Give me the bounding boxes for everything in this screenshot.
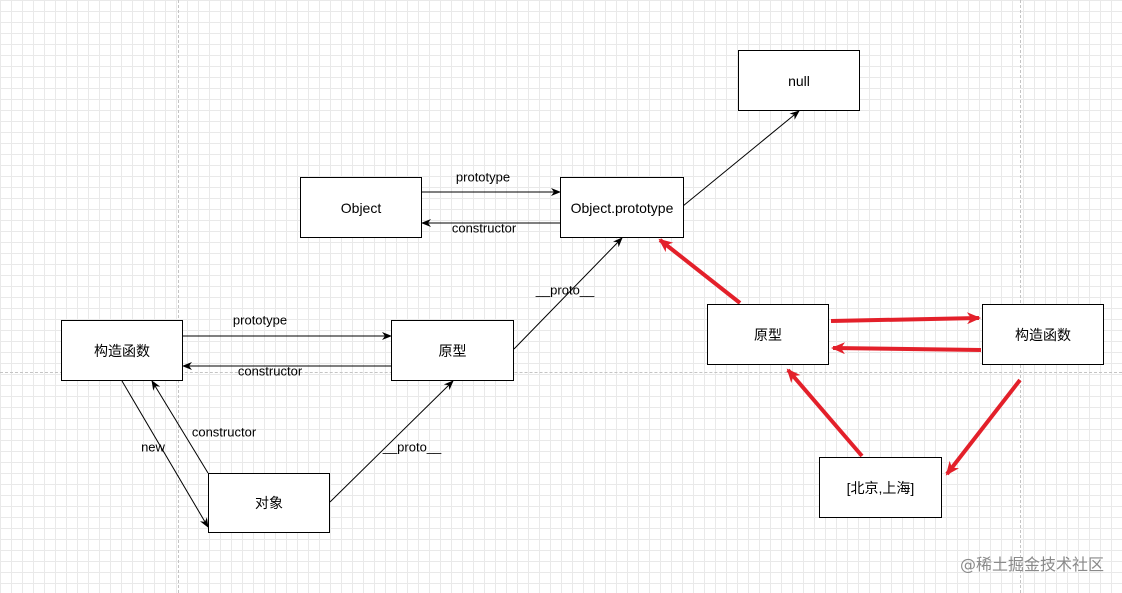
node-null: null [738, 50, 860, 111]
node-prototype-right: 原型 [707, 304, 829, 365]
guide-line-vertical-right [1020, 0, 1021, 593]
red-arrow-proto-to-ctor [830, 312, 981, 325]
red-arrow-array-to-proto [786, 368, 864, 458]
node-prototype-left: 原型 [391, 320, 514, 381]
node-object-prototype: Object.prototype [560, 177, 684, 238]
label-object-constructor: constructor [451, 220, 517, 236]
node-instance-left: 对象 [208, 473, 330, 533]
arrow-instance-to-ctor [151, 380, 209, 474]
arrow-ctor-new-instance [121, 380, 209, 528]
guide-line-vertical-left [178, 0, 179, 593]
guide-line-horizontal [0, 372, 1122, 373]
node-constructor-right: 构造函数 [982, 304, 1104, 365]
arrow-objectprototype-to-null [682, 110, 800, 207]
label-instance-proto: __proto__ [382, 439, 442, 455]
label-instance-constructor: constructor [191, 424, 257, 440]
node-constructor-left: 构造函数 [61, 320, 183, 381]
label-ctor-prototype: prototype [232, 312, 288, 328]
label-ctor-constructor: constructor [237, 363, 303, 379]
arrow-instance-to-proto [329, 380, 454, 503]
node-object: Object [300, 177, 422, 238]
label-new: new [141, 439, 165, 455]
red-arrow-proto-to-objectprototype [658, 238, 742, 305]
label-object-prototype: prototype [455, 169, 511, 185]
watermark: @稀土掘金技术社区 [959, 555, 1104, 574]
arrow-proto-to-objectprototype [513, 237, 623, 350]
red-arrow-ctor-to-proto [831, 342, 982, 355]
node-array-right: [北京,上海] [819, 457, 942, 518]
red-arrow-ctor-to-array [945, 378, 1022, 476]
label-proto-to-objproto: __proto__ [535, 282, 595, 298]
